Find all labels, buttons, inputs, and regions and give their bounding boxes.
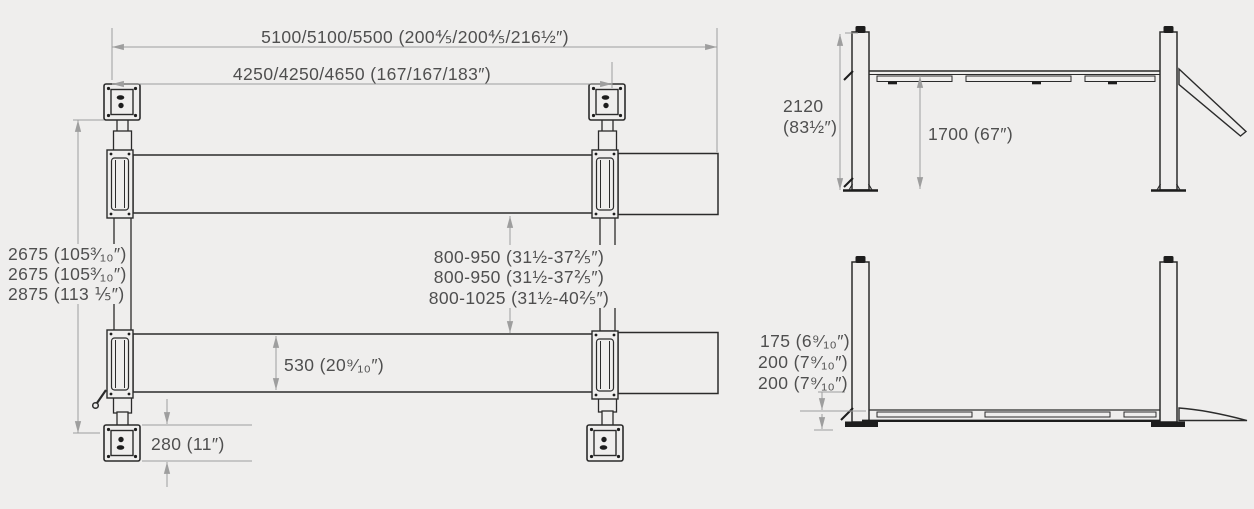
column-neck bbox=[116, 411, 129, 427]
column-segment bbox=[112, 130, 133, 153]
column-base bbox=[845, 421, 878, 427]
dim-lift-height-label: 1700 (67″) bbox=[928, 124, 1013, 144]
dim-width-label-3: 2875 (113 ⅕″) bbox=[8, 284, 125, 304]
carriage-bottom-right bbox=[591, 330, 619, 400]
runway-lowered bbox=[862, 409, 1160, 422]
column-neck bbox=[601, 118, 614, 133]
dim-column-height: 2120 (83½″) bbox=[783, 32, 858, 190]
column-neck bbox=[601, 410, 614, 427]
base-plate-bottom-left bbox=[103, 424, 141, 462]
carriage-bottom-left bbox=[106, 329, 134, 399]
safety-lock-tab-icon bbox=[840, 407, 854, 421]
approach-ramp-raised bbox=[1178, 67, 1248, 137]
safety-lock-tab-icon bbox=[843, 177, 854, 188]
dim-width: 2675 (105³⁄₁₀″) 2675 (105³⁄₁₀″) 2875 (11… bbox=[2, 119, 127, 434]
dim-post-distance: 4250/4250/4650 (167/167/183″) bbox=[112, 62, 613, 88]
runway-foot-icon bbox=[888, 81, 897, 85]
column-left bbox=[851, 31, 870, 191]
column-base bbox=[1151, 421, 1185, 427]
dim-track-label-3: 800-1025 (31½-40⅖″) bbox=[429, 288, 610, 308]
runway-top bbox=[132, 154, 594, 214]
dim-track-label-2: 800-950 (31½-37⅖″) bbox=[434, 267, 604, 287]
approach-ramp-lowered bbox=[1178, 407, 1248, 422]
dim-runway-width: 530 (20⁹⁄₁₀″) bbox=[272, 336, 384, 390]
runway-foot-icon bbox=[1032, 81, 1041, 85]
dim-overall-length: 5100/5100/5500 (200⅘/200⅘/216½″) bbox=[111, 27, 718, 152]
base-flange-line bbox=[867, 183, 873, 191]
dim-lowered-label-1: 175 (6⁹⁄₁₀″) bbox=[760, 331, 850, 351]
dim-width-label-1: 2675 (105³⁄₁₀″) bbox=[8, 244, 127, 264]
base-flange-line bbox=[1175, 183, 1181, 191]
plan-dimensions: 5100/5100/5500 (200⅘/200⅘/216½″) 4250/42… bbox=[2, 27, 718, 487]
runway-member bbox=[965, 75, 1072, 82]
column-cap-icon bbox=[1163, 256, 1174, 263]
column-neck bbox=[116, 118, 129, 133]
base-flange-line bbox=[1156, 183, 1162, 191]
dim-overall-length-label: 5100/5100/5500 (200⅘/200⅘/216½″) bbox=[261, 27, 569, 47]
lock-release-lever bbox=[91, 389, 107, 410]
lever-arm bbox=[96, 389, 107, 404]
base-plate-top-right bbox=[588, 83, 626, 121]
dim-column-height-value: 2120 bbox=[783, 96, 824, 116]
dim-lowered-heights: 175 (6⁹⁄₁₀″) 200 (7⁹⁄₁₀″) 200 (7⁹⁄₁₀″) bbox=[758, 331, 866, 431]
plan-view bbox=[91, 83, 719, 462]
runway-top-ramp-end bbox=[617, 152, 719, 216]
column-cap-icon bbox=[855, 256, 866, 263]
label-mask bbox=[2, 244, 119, 304]
dim-post-distance-label: 4250/4250/4650 (167/167/183″) bbox=[233, 64, 491, 84]
lever-knob-icon bbox=[91, 401, 100, 410]
dim-runway-width-label: 530 (20⁹⁄₁₀″) bbox=[284, 355, 384, 375]
runway-member bbox=[876, 411, 973, 418]
runway-member bbox=[984, 411, 1111, 418]
base-plate-bottom-right bbox=[586, 424, 624, 462]
dim-lowered-label-3: 200 (7⁹⁄₁₀″) bbox=[758, 373, 848, 393]
runway-member bbox=[1084, 75, 1156, 82]
dim-track-label-1: 800-950 (31½-37⅖″) bbox=[434, 247, 604, 267]
runway-member bbox=[876, 75, 953, 82]
dim-base-plate-label: 280 (11″) bbox=[151, 434, 225, 454]
runway-bottom-ramp-end bbox=[617, 331, 719, 395]
side-view-lowered: 175 (6⁹⁄₁₀″) 200 (7⁹⁄₁₀″) 200 (7⁹⁄₁₀″) bbox=[758, 256, 1248, 431]
dim-base-plate: 280 (11″) bbox=[142, 399, 252, 487]
safety-lock-tab-icon bbox=[843, 70, 854, 81]
dim-lowered-label-2: 200 (7⁹⁄₁₀″) bbox=[758, 352, 848, 372]
column-segment bbox=[597, 130, 618, 153]
column-cap-icon bbox=[855, 26, 866, 33]
column-cap-icon bbox=[1163, 26, 1174, 33]
column-right bbox=[1159, 261, 1178, 423]
runway-member bbox=[1123, 411, 1157, 418]
base-plate-top-left bbox=[103, 83, 141, 121]
base-flange-line bbox=[848, 183, 854, 191]
label-mask bbox=[406, 245, 636, 308]
side-view-raised: 2120 (83½″) 1700 (67″) bbox=[783, 26, 1248, 192]
carriage-top-right bbox=[591, 149, 619, 219]
carriage-top-left bbox=[106, 149, 134, 219]
runway-raised bbox=[869, 70, 1160, 85]
column-left bbox=[851, 261, 870, 423]
runway-foot-icon bbox=[1108, 81, 1117, 85]
dim-lift-height: 1700 (67″) bbox=[916, 76, 1013, 189]
runway-bottom bbox=[132, 333, 594, 393]
dim-track: 800-950 (31½-37⅖″) 800-950 (31½-37⅖″) 80… bbox=[406, 216, 636, 333]
dim-width-label-2: 2675 (105³⁄₁₀″) bbox=[8, 264, 127, 284]
column-right bbox=[1159, 31, 1178, 191]
dim-column-height-inches: (83½″) bbox=[783, 117, 837, 137]
